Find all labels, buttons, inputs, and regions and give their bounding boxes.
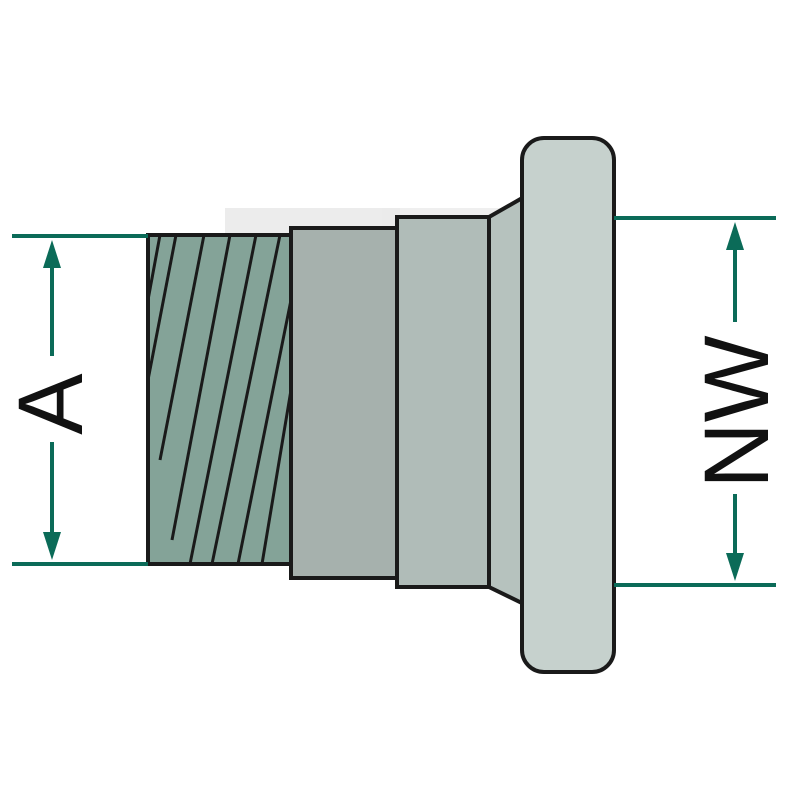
thread-lines	[146, 234, 293, 565]
dimension-nw-label: NW	[686, 335, 788, 488]
fitting-body	[289, 193, 526, 608]
dimension-a-label: A	[0, 373, 102, 435]
dimension-nw	[614, 216, 776, 587]
dimension-a	[12, 234, 148, 566]
flange	[520, 136, 616, 674]
threaded-section	[146, 233, 293, 566]
